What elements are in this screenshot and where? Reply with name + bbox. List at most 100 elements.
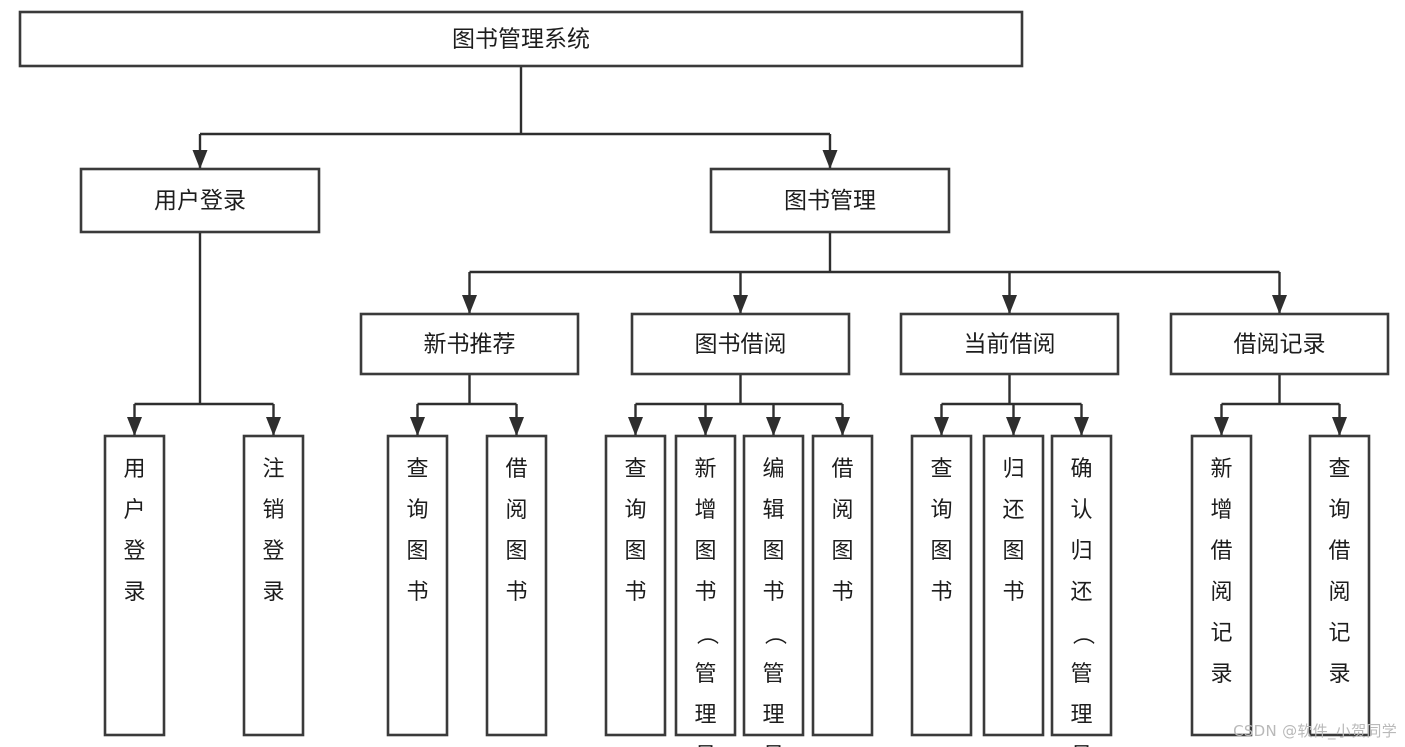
node-label-leaf-query-record: 录 (1328, 662, 1350, 687)
node-box-leaf-borrow-book-rec[interactable] (485, 434, 548, 737)
node-box-book-borrow[interactable] (630, 312, 851, 376)
node-label-leaf-borrow-book: 阅 (831, 498, 853, 523)
node-leaf-user-login[interactable]: 用户登录 (103, 434, 166, 737)
node-label-leaf-logout: 录 (262, 580, 284, 605)
arrowhead-leaf-query-record (1332, 417, 1347, 436)
node-label-leaf-add-record: 录 (1210, 662, 1232, 687)
node-label-leaf-add-book: 理 (694, 703, 716, 728)
node-box-user-login[interactable] (79, 167, 321, 234)
node-box-leaf-query-book-borrow[interactable] (604, 434, 667, 737)
node-box-leaf-edit-book[interactable] (742, 434, 805, 737)
node-label-leaf-query-book-borrow: 图 (624, 539, 646, 564)
node-label-leaf-query-book-cur: 查 (930, 457, 952, 482)
node-label-leaf-query-book-borrow: 书 (624, 580, 646, 605)
node-box-leaf-logout[interactable] (242, 434, 305, 737)
node-label-leaf-confirm-return: 确 (1070, 457, 1092, 482)
node-label-leaf-query-book-rec: 询 (406, 498, 428, 523)
node-label-leaf-add-book: 新 (694, 457, 716, 482)
node-root[interactable]: 图书管理系统 (18, 10, 1024, 68)
node-box-new-book-recommend[interactable] (359, 312, 580, 376)
node-label-leaf-add-record: 增 (1210, 498, 1232, 523)
node-label-leaf-add-record: 阅 (1210, 580, 1232, 605)
node-box-leaf-query-book-cur[interactable] (910, 434, 973, 737)
node-label-leaf-query-book-cur: 书 (930, 580, 952, 605)
node-user-login[interactable]: 用户登录 (79, 167, 321, 234)
node-label-leaf-confirm-return: 还 (1070, 580, 1092, 605)
node-label-book-borrow: 图书借阅 (695, 332, 787, 358)
node-box-current-borrow[interactable] (899, 312, 1120, 376)
node-label-leaf-query-record: 记 (1328, 621, 1350, 646)
node-box-leaf-confirm-return[interactable] (1050, 434, 1113, 737)
node-label-leaf-add-record: 新 (1210, 457, 1232, 482)
node-label-leaf-edit-book: 理 (762, 703, 784, 728)
node-label-borrow-record: 借阅记录 (1234, 332, 1326, 358)
arrowhead-leaf-logout (266, 417, 281, 436)
connector-group-current-to-leaves (934, 374, 1089, 436)
node-borrow-record[interactable]: 借阅记录 (1169, 312, 1390, 376)
arrowhead-leaf-edit-book (766, 417, 781, 436)
node-label-leaf-edit-book: 管 (762, 662, 784, 687)
arrowhead-leaf-user-login (127, 417, 142, 436)
node-label-leaf-user-login: 用 (123, 457, 145, 482)
node-label-leaf-add-book: 书 (694, 580, 716, 605)
node-label-leaf-edit-book: 图 (762, 539, 784, 564)
node-label-leaf-user-login: 登 (123, 539, 145, 564)
node-label-leaf-query-book-borrow: 查 (624, 457, 646, 482)
connector-group-recommend-to-leaves (410, 374, 524, 436)
arrowhead-leaf-borrow-book-rec (509, 417, 524, 436)
connector-group-record-to-leaves (1214, 374, 1347, 436)
node-box-root[interactable] (18, 10, 1024, 68)
node-label-leaf-add-book: 增 (694, 498, 716, 523)
node-new-book-recommend[interactable]: 新书推荐 (359, 312, 580, 376)
node-box-leaf-return-book[interactable] (982, 434, 1045, 737)
node-label-leaf-logout: 登 (262, 539, 284, 564)
node-label-leaf-confirm-return: （ (1070, 623, 1095, 645)
node-label-new-book-recommend: 新书推荐 (424, 332, 516, 358)
node-box-leaf-add-book[interactable] (674, 434, 737, 737)
node-book-manage[interactable]: 图书管理 (709, 167, 951, 234)
connector-group-book-manage-to-level2 (462, 232, 1287, 314)
node-current-borrow[interactable]: 当前借阅 (899, 312, 1120, 376)
node-box-book-manage[interactable] (709, 167, 951, 234)
node-label-leaf-borrow-book: 书 (831, 580, 853, 605)
node-label-leaf-confirm-return: 归 (1070, 539, 1092, 564)
node-label-leaf-query-book-rec: 书 (406, 580, 428, 605)
node-label-leaf-return-book: 还 (1002, 498, 1024, 523)
node-label-leaf-confirm-return: 员 (1070, 744, 1092, 747)
connectors-layer (127, 66, 1347, 436)
node-box-leaf-query-book-rec[interactable] (386, 434, 449, 737)
node-label-leaf-add-record: 借 (1210, 539, 1232, 564)
node-label-leaf-add-book: 员 (694, 744, 716, 747)
node-label-leaf-query-book-rec: 图 (406, 539, 428, 564)
node-label-leaf-borrow-book-rec: 图 (505, 539, 527, 564)
node-label-leaf-edit-book: 员 (762, 744, 784, 747)
node-box-leaf-user-login[interactable] (103, 434, 166, 737)
node-box-leaf-borrow-book[interactable] (811, 434, 874, 737)
node-label-book-manage: 图书管理 (784, 188, 876, 214)
arrowhead-leaf-return-book (1006, 417, 1021, 436)
arrowhead-book-borrow (733, 295, 748, 314)
node-box-borrow-record[interactable] (1169, 312, 1390, 376)
arrowhead-book-manage (822, 150, 838, 169)
node-box-leaf-query-record[interactable] (1308, 434, 1371, 737)
node-label-leaf-query-book-cur: 图 (930, 539, 952, 564)
node-book-borrow[interactable]: 图书借阅 (630, 312, 851, 376)
connector-group-root-to-level1 (192, 66, 838, 169)
node-box-leaf-add-record[interactable] (1190, 434, 1253, 737)
node-label-current-borrow: 当前借阅 (964, 332, 1056, 358)
node-label-leaf-return-book: 书 (1002, 580, 1024, 605)
